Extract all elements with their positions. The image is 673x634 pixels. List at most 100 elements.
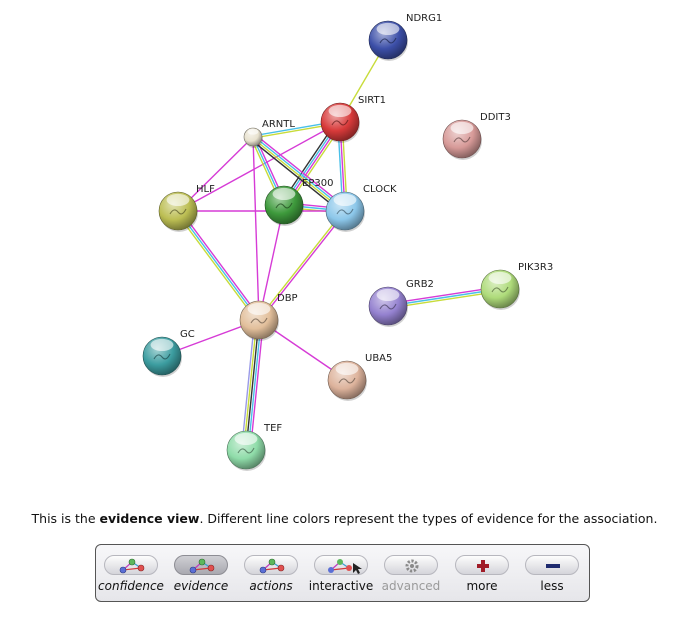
edge-strand-text-mining	[257, 209, 345, 320]
node-highlight	[150, 338, 174, 352]
edge-dbp-tef[interactable]	[240, 319, 265, 451]
node-highlight	[234, 432, 258, 446]
edge-strand-coexpression	[250, 139, 344, 215]
edge-strand-experiments	[259, 211, 347, 322]
node-label-grb2: GRB2	[406, 279, 434, 290]
node-label-sirt1: SIRT1	[358, 95, 386, 106]
node-label-uba5: UBA5	[365, 353, 392, 364]
edge-strand-experiments	[254, 133, 348, 209]
edge-strand-experiments	[258, 204, 285, 321]
edge-ep300-dbp[interactable]	[258, 204, 285, 321]
node-tef[interactable]: TEF	[226, 423, 282, 471]
node-highlight	[328, 104, 352, 118]
protein-structure-icon	[491, 286, 509, 293]
view-toolbar: confidence evidence actions interactive adva…	[95, 544, 590, 602]
node-ndrg1[interactable]: NDRG1	[368, 13, 442, 61]
protein-structure-icon	[250, 317, 268, 324]
protein-structure-icon	[153, 353, 171, 360]
edge-strand-database	[253, 135, 347, 211]
protein-structure-icon	[379, 303, 397, 310]
node-highlight	[335, 362, 359, 376]
node-label-pik3r3: PIK3R3	[518, 262, 553, 273]
more-button[interactable]: more	[449, 555, 515, 593]
node-ep300[interactable]: EP300	[264, 178, 333, 226]
node-label-arntl: ARNTL	[262, 119, 295, 130]
edge-strand-text-mining	[251, 137, 345, 213]
node-label-tef: TEF	[263, 423, 282, 434]
node-pik3r3[interactable]: PIK3R3	[480, 262, 553, 310]
gear-icon	[384, 555, 438, 575]
protein-structure-icon	[338, 377, 356, 384]
edge-arntl-dbp[interactable]	[252, 136, 260, 321]
node-dbp[interactable]: DBP	[239, 293, 298, 341]
protein-structure-icon	[453, 136, 471, 143]
node-label-ddit3: DDIT3	[480, 112, 511, 123]
node-grb2[interactable]: GRB2	[368, 279, 434, 327]
confidence-button[interactable]: confidence	[98, 555, 164, 593]
evidence-button[interactable]: evidence	[168, 555, 234, 593]
protein-structure-icon	[169, 208, 187, 215]
node-arntl[interactable]: ARNTL	[243, 119, 295, 148]
protein-structure-icon	[379, 37, 397, 44]
advanced-label: advanced	[381, 579, 441, 593]
protein-structure-icon	[275, 202, 293, 209]
node-gc[interactable]: GC	[142, 329, 195, 377]
less-label: less	[540, 579, 564, 593]
node-label-clock: CLOCK	[363, 184, 397, 195]
evidence-view-caption: This is the evidence view. Different lin…	[0, 511, 673, 526]
edge-strand-database	[247, 320, 262, 451]
caption-bold-text: evidence view	[99, 511, 200, 526]
node-label-ndrg1: NDRG1	[406, 13, 442, 24]
network-view-icon	[174, 555, 228, 575]
interactive-button[interactable]: interactive	[308, 555, 374, 593]
edge-strand-experiments	[249, 320, 265, 451]
advanced-button[interactable]: advanced	[378, 555, 444, 593]
plus-icon	[455, 555, 509, 575]
actions-label: actions	[249, 579, 293, 593]
node-highlight	[247, 302, 271, 316]
edge-strand-coexpression	[245, 319, 260, 451]
node-highlight	[272, 187, 296, 201]
edge-arntl-clock[interactable]	[250, 133, 348, 215]
more-label: more	[466, 579, 498, 593]
node-label-gc: GC	[180, 329, 195, 340]
node-sirt1[interactable]: SIRT1	[320, 95, 386, 143]
edge-hlf-dbp[interactable]	[175, 209, 262, 322]
interactive-cursor-icon	[314, 555, 368, 575]
network-view-icon	[104, 555, 158, 575]
node-uba5[interactable]: UBA5	[327, 353, 392, 401]
node-highlight	[166, 193, 190, 207]
edge-strand-homology	[240, 319, 256, 450]
node-hlf[interactable]: HLF	[158, 184, 215, 232]
confidence-label: confidence	[98, 579, 164, 593]
minus-icon	[525, 555, 579, 575]
node-label-hlf: HLF	[196, 184, 215, 195]
edge-clock-dbp[interactable]	[257, 209, 347, 322]
edge-strand-database	[177, 210, 260, 321]
node-highlight	[488, 271, 512, 285]
node-highlight	[450, 121, 474, 135]
node-highlight	[376, 22, 400, 36]
edge-strand-text-mining	[243, 319, 258, 450]
edge-strand-experiments	[179, 209, 262, 320]
edge-strand-experiments	[252, 136, 260, 321]
network-view-icon	[244, 555, 298, 575]
node-highlight	[247, 128, 259, 135]
actions-button[interactable]: actions	[238, 555, 304, 593]
node-ddit3[interactable]: DDIT3	[442, 112, 511, 160]
node-clock[interactable]: CLOCK	[325, 184, 397, 232]
less-button[interactable]: less	[519, 555, 585, 593]
node-highlight	[333, 193, 357, 207]
edge-strand-text-mining	[175, 211, 258, 322]
edge-sirt1-hlf[interactable]	[177, 121, 341, 212]
edge-strand-experiments	[177, 121, 341, 212]
caption-text-pre: This is the	[31, 511, 100, 526]
caption-text-post: . Different line colors represent the ty…	[199, 511, 658, 526]
protein-structure-icon	[331, 119, 349, 126]
interactive-label: interactive	[308, 579, 374, 593]
evidence-label: evidence	[173, 579, 229, 593]
node-label-ep300: EP300	[302, 178, 333, 189]
node-label-dbp: DBP	[277, 293, 298, 304]
